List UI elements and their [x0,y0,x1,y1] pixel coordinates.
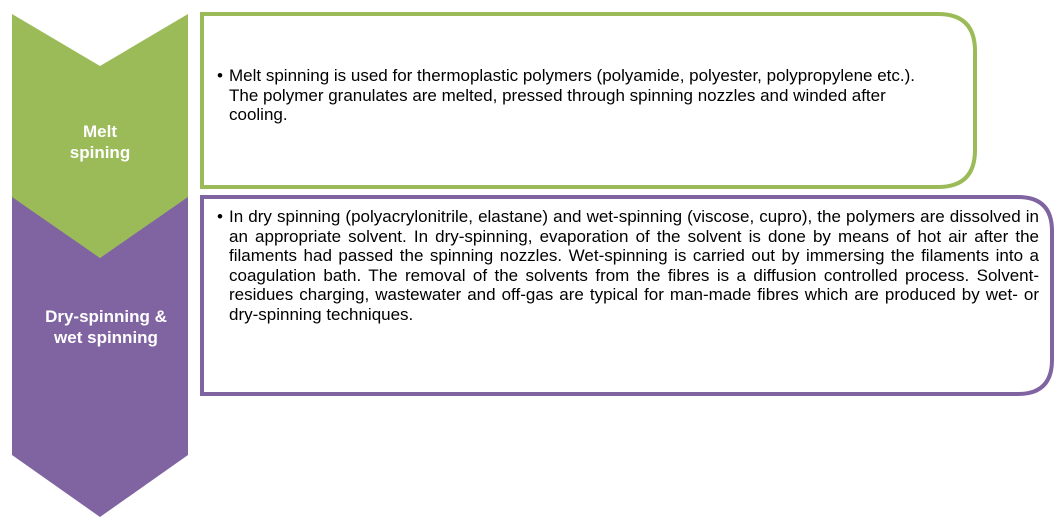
melt-spinning-label-line-1: Melt [83,122,117,141]
melt-spinning-description: Melt spinning is used for thermoplastic … [217,66,929,125]
dry-wet-spinning-label-line-2: wet spinning [54,328,158,347]
melt-spinning-label: Melt spining [12,121,188,163]
dry-wet-spinning-bullet: In dry spinning (polyacrylonitrile, elas… [217,207,1039,324]
dry-wet-spinning-label-line-1: Dry-spinning & [45,307,167,326]
melt-spinning-label-line-2: spining [69,143,131,162]
dry-wet-spinning-description: In dry spinning (polyacrylonitrile, elas… [217,207,1039,324]
dry-wet-spinning-chevron [12,197,188,517]
melt-spinning-bullet: Melt spinning is used for thermoplastic … [217,66,929,125]
dry-wet-spinning-label: Dry-spinning & wet spinning [12,306,200,348]
melt-spinning-chevron [12,14,188,258]
